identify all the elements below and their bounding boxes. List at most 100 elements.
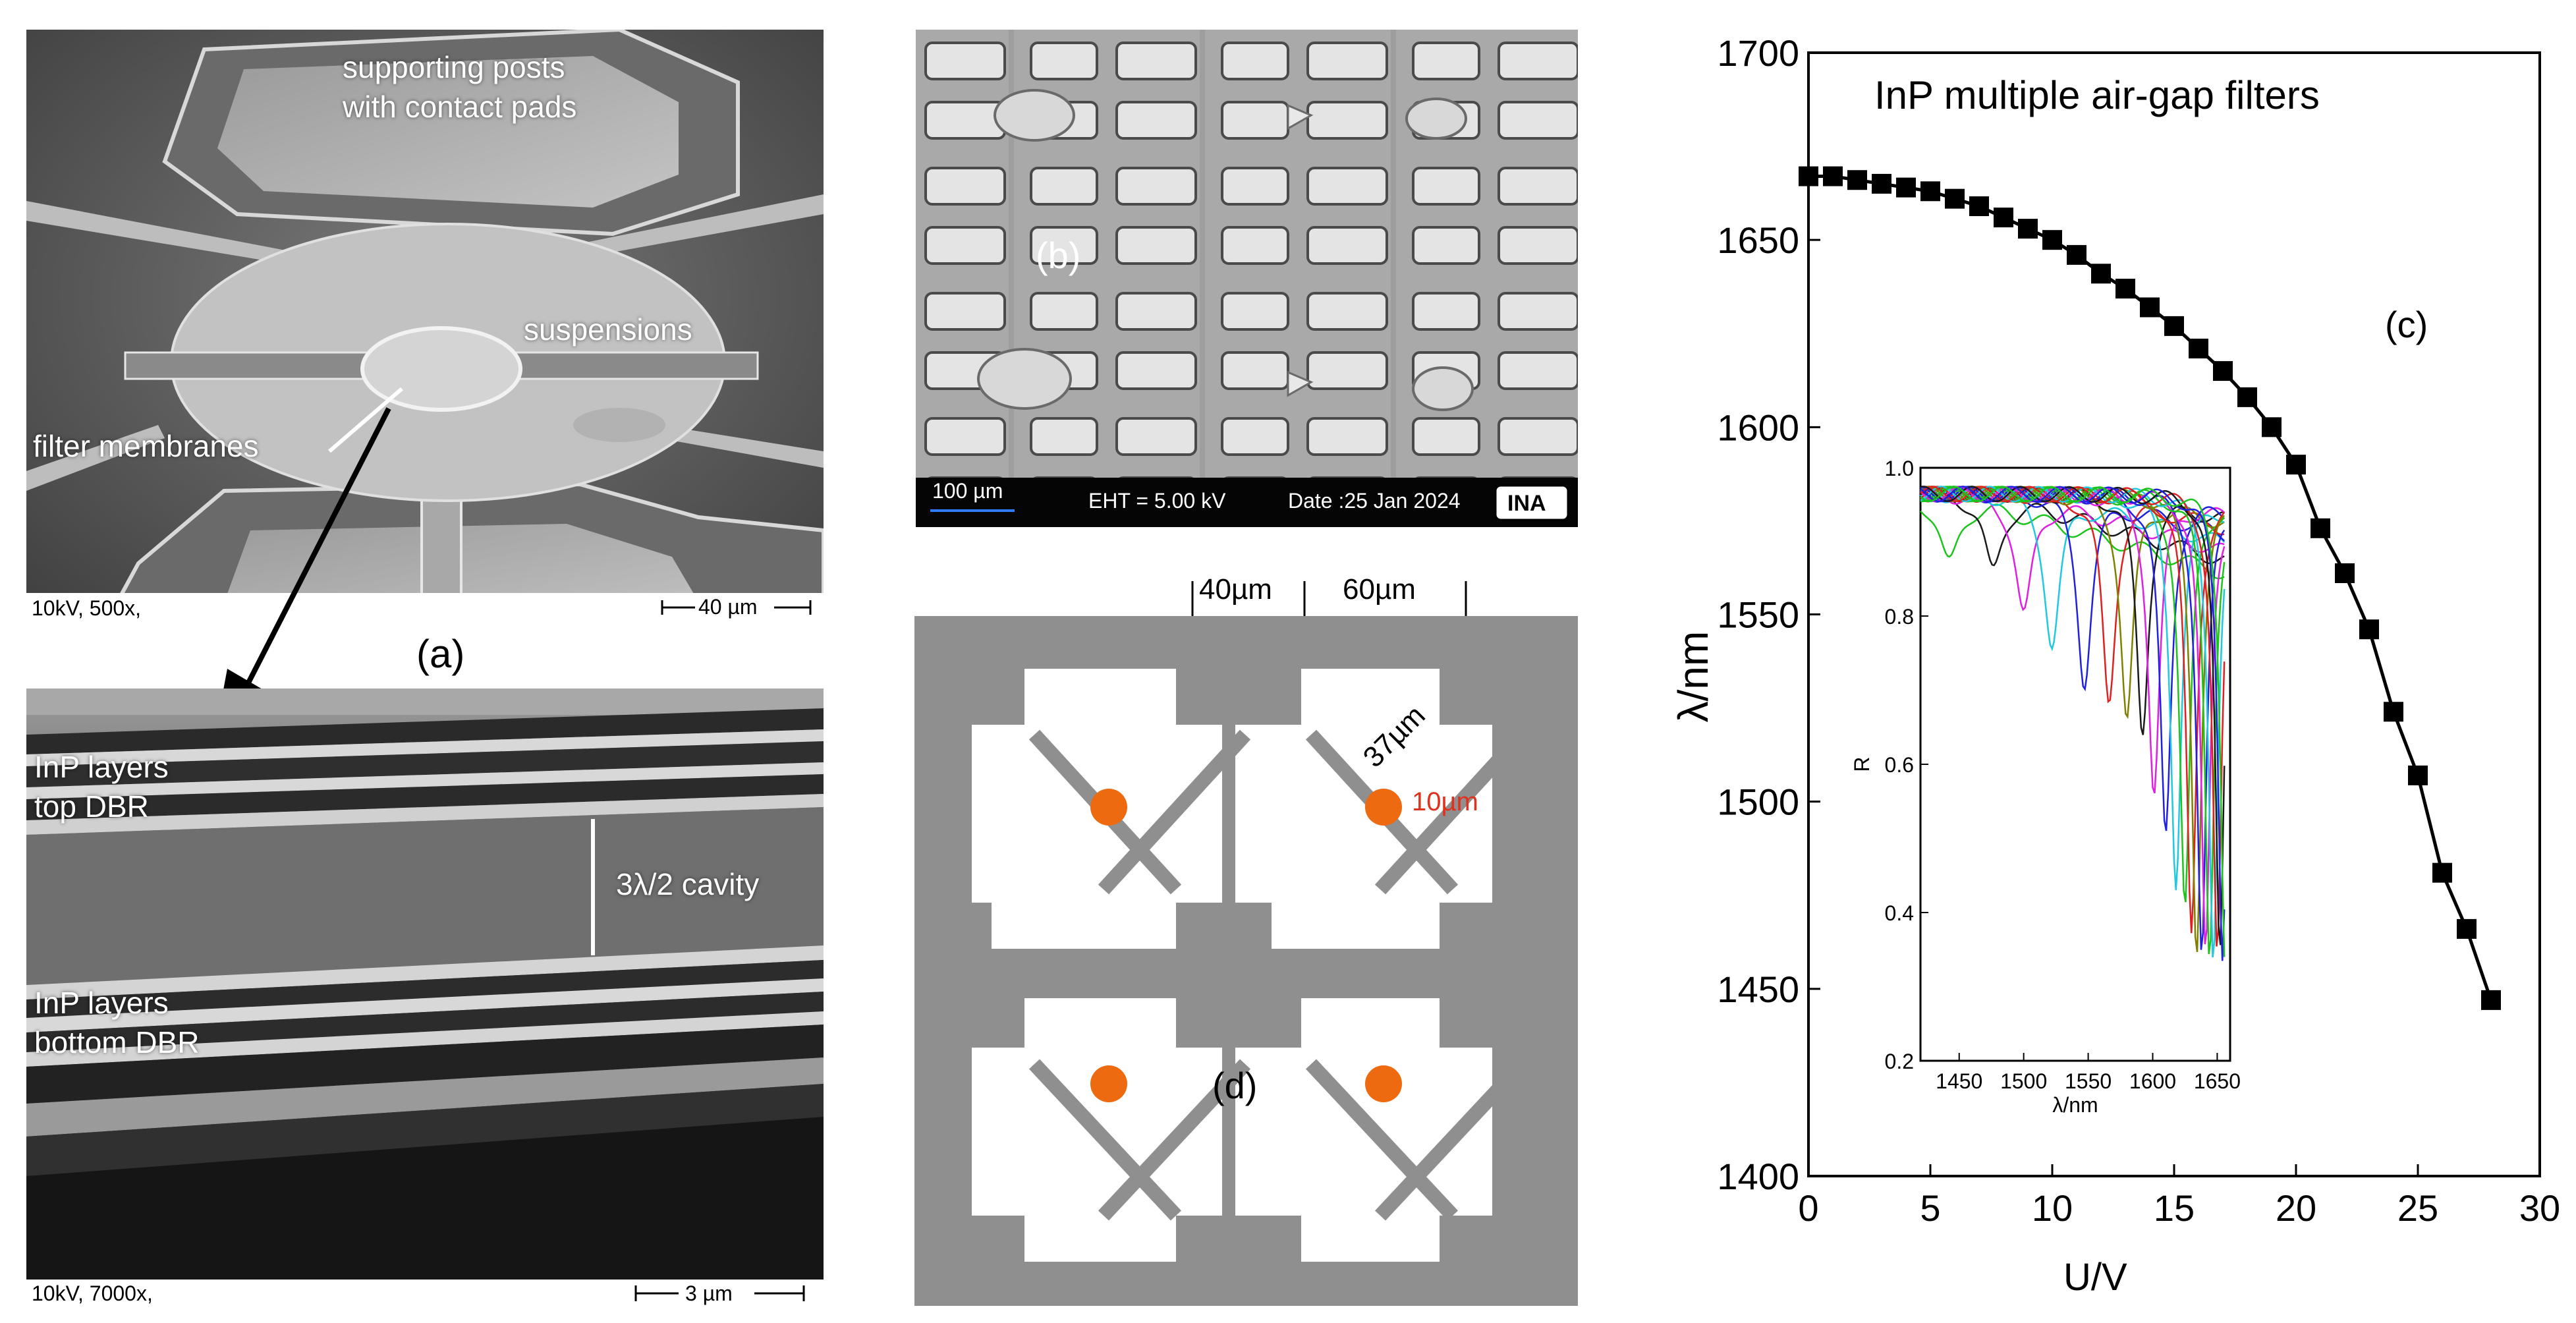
panel-d-schematic: 40µm 60µm 37µm 10µm (d): [912, 573, 1581, 1308]
inset-x-tick-label: 1500: [2000, 1069, 2047, 1093]
sem-a-bottom-info: 10kV, 7000x,: [32, 1281, 153, 1305]
inset-x-tick-label: 1450: [1936, 1069, 1982, 1093]
data-point: [2310, 518, 2330, 538]
inset-y-axis-label: R: [1850, 756, 1874, 772]
label-supporting-posts-line2: with contact pads: [343, 90, 577, 124]
inset-x-tick-label: 1650: [2194, 1069, 2241, 1093]
dim-60um: 60µm: [1343, 573, 1416, 605]
inset-reflectance-curve: [1920, 486, 2226, 947]
inset-y-tick-label: 0.6: [1885, 753, 1914, 777]
data-point: [2262, 417, 2282, 437]
inset-y-tick-label: 0.8: [1885, 605, 1914, 629]
sem-b-eht: EHT = 5.00 kV: [1088, 489, 1226, 513]
panel-a-bottom-sem-image: InP layers top DBR 3λ/2 cavity InP layer…: [26, 689, 824, 1308]
data-point: [2213, 361, 2233, 381]
label-suspensions: suspensions: [524, 312, 692, 347]
inset-reflectance-curve: [1920, 486, 2226, 945]
inset-reflectance-curve: [1920, 486, 2226, 961]
label-inp-bottom-line2: bottom DBR: [34, 1025, 200, 1059]
data-point: [2189, 338, 2208, 358]
data-point: [1896, 177, 1916, 198]
label-inp-top-line1: InP layers: [34, 750, 169, 784]
data-point: [2286, 455, 2306, 475]
data-point: [2042, 230, 2062, 250]
x-tick-label: 20: [2276, 1187, 2316, 1229]
data-point: [1969, 196, 1989, 217]
y-tick-label: 1600: [1717, 407, 1799, 448]
data-point: [1920, 181, 1940, 202]
data-point: [2237, 387, 2257, 407]
data-point: [2408, 765, 2428, 785]
inset-frame: [1919, 466, 2231, 1062]
y-tick-label: 1400: [1717, 1156, 1799, 1197]
y-tick-label: 1550: [1717, 594, 1799, 636]
inset-y-tick-label: 0.2: [1885, 1050, 1914, 1073]
x-tick-label: 30: [2519, 1187, 2560, 1229]
data-point: [2091, 264, 2111, 284]
inset-y-tick-label: 0.4: [1885, 901, 1914, 925]
data-point: [1872, 173, 1891, 194]
scale-bar-b-label: 100 µm: [932, 479, 1003, 503]
data-point: [2115, 279, 2135, 299]
membrane-pointer-line: [328, 387, 403, 453]
label-filter-membranes: filter membranes: [33, 429, 259, 463]
sem-b-logo: INA: [1507, 491, 1546, 516]
dim-40um: 40µm: [1199, 573, 1272, 605]
data-point: [1945, 188, 1965, 209]
data-point: [2140, 297, 2160, 318]
data-point: [2018, 219, 2038, 239]
data-point: [2359, 619, 2379, 640]
scale-bar-a-top: 40 µm: [659, 595, 814, 620]
y-axis-label: λ/nm: [1669, 631, 1717, 723]
inset-reflectance-curve: [1920, 503, 2225, 580]
data-point: [2457, 918, 2477, 939]
data-point: [1847, 170, 1867, 190]
data-point: [2384, 702, 2403, 722]
x-tick-label: 0: [1798, 1187, 1818, 1229]
inset-x-tick-label: 1600: [2129, 1069, 2176, 1093]
data-point: [1799, 166, 1818, 186]
schematic-drawing: [914, 581, 1578, 1306]
data-point: [1994, 208, 2013, 228]
data-point: [2164, 316, 2184, 336]
label-supporting-posts-line1: supporting posts: [343, 50, 565, 84]
y-tick-label: 1450: [1717, 969, 1799, 1010]
label-inp-bottom-line1: InP layers: [34, 986, 169, 1020]
inset-y-tick-label: 1.0: [1885, 457, 1914, 480]
scale-bar-a-bottom-label: 3 µm: [685, 1281, 733, 1305]
chart-title: InP multiple air-gap filters: [1874, 73, 2320, 117]
dim-10um: 10µm: [1412, 787, 1478, 816]
sem-micrograph-top: [26, 30, 824, 624]
inset-x-axis-label: λ/nm: [2052, 1093, 2098, 1117]
x-tick-label: 25: [2397, 1187, 2438, 1229]
panel-label-a: (a): [416, 632, 465, 676]
inset-reflectance-curve: [1920, 488, 2225, 567]
data-point: [2067, 244, 2086, 265]
x-tick-label: 5: [1920, 1187, 1940, 1229]
sem-a-top-info: 10kV, 500x,: [32, 596, 142, 620]
panel-a-top-sem-image: supporting posts with contact pads suspe…: [26, 30, 824, 624]
data-point: [2335, 563, 2355, 583]
data-point: [1823, 166, 1843, 186]
x-tick-label: 10: [2032, 1187, 2073, 1229]
y-tick-label: 1700: [1717, 32, 1799, 74]
sem-micrograph-cross-section: [26, 689, 824, 1308]
x-axis-label: U/V: [2063, 1256, 2127, 1299]
panel-label-d: (d): [1212, 1065, 1258, 1106]
sem-micrograph-array: [916, 30, 1578, 527]
data-point: [2432, 862, 2452, 883]
scale-bar-a-bottom: 3 µm: [606, 1280, 824, 1307]
label-inp-top-line2: top DBR: [34, 789, 149, 824]
y-tick-label: 1500: [1717, 781, 1799, 823]
scale-bar-a-top-label: 40 µm: [698, 595, 758, 619]
inset-reflectance-curve: [1920, 486, 2226, 957]
inset-x-tick-label: 1550: [2065, 1069, 2112, 1093]
panel-label-b: (b): [1036, 235, 1081, 276]
label-cavity: 3λ/2 cavity: [616, 867, 760, 901]
y-tick-label: 1650: [1717, 219, 1799, 261]
panel-label-c: (c): [2385, 304, 2428, 345]
sem-b-date: Date :25 Jan 2024: [1288, 489, 1461, 513]
data-point: [2481, 990, 2501, 1010]
